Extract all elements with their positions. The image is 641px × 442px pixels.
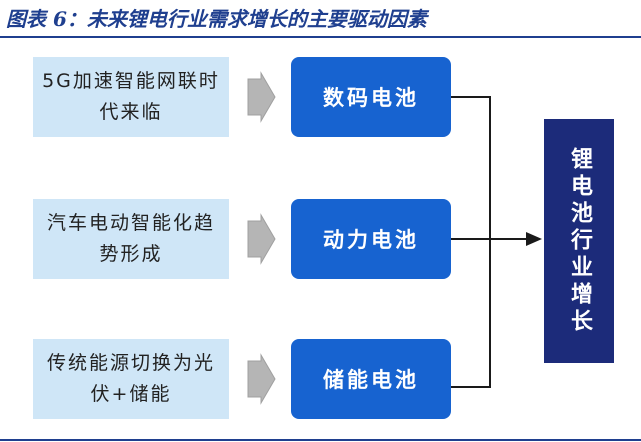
driver-label: 汽车电动智能化趋势形成 <box>46 212 215 265</box>
battery-storage: 储能电池 <box>291 339 451 419</box>
driver-label: 传统能源切换为光伏+储能 <box>46 352 215 405</box>
figure-title: 图表 6：未来锂电行业需求增长的主要驱动因素 <box>6 7 427 31</box>
driver-5g: 5G加速智能网联时代来临 <box>33 57 229 137</box>
outcome-box: 锂电池行业增长 <box>544 119 614 363</box>
driver-ev: 汽车电动智能化趋势形成 <box>33 199 229 279</box>
driver-label: 5G加速智能网联时代来临 <box>42 70 220 123</box>
driver-energy: 传统能源切换为光伏+储能 <box>33 339 229 419</box>
gray-arrow-icon <box>247 213 276 265</box>
outcome-label: 锂电池行业增长 <box>567 146 592 336</box>
title-divider <box>0 36 641 38</box>
gray-arrow-icon <box>247 353 276 405</box>
bottom-divider <box>0 439 641 441</box>
gray-arrow-icon <box>247 71 276 123</box>
arrowhead-icon <box>526 232 542 246</box>
battery-power: 动力电池 <box>291 199 451 279</box>
battery-consumer: 数码电池 <box>291 57 451 137</box>
